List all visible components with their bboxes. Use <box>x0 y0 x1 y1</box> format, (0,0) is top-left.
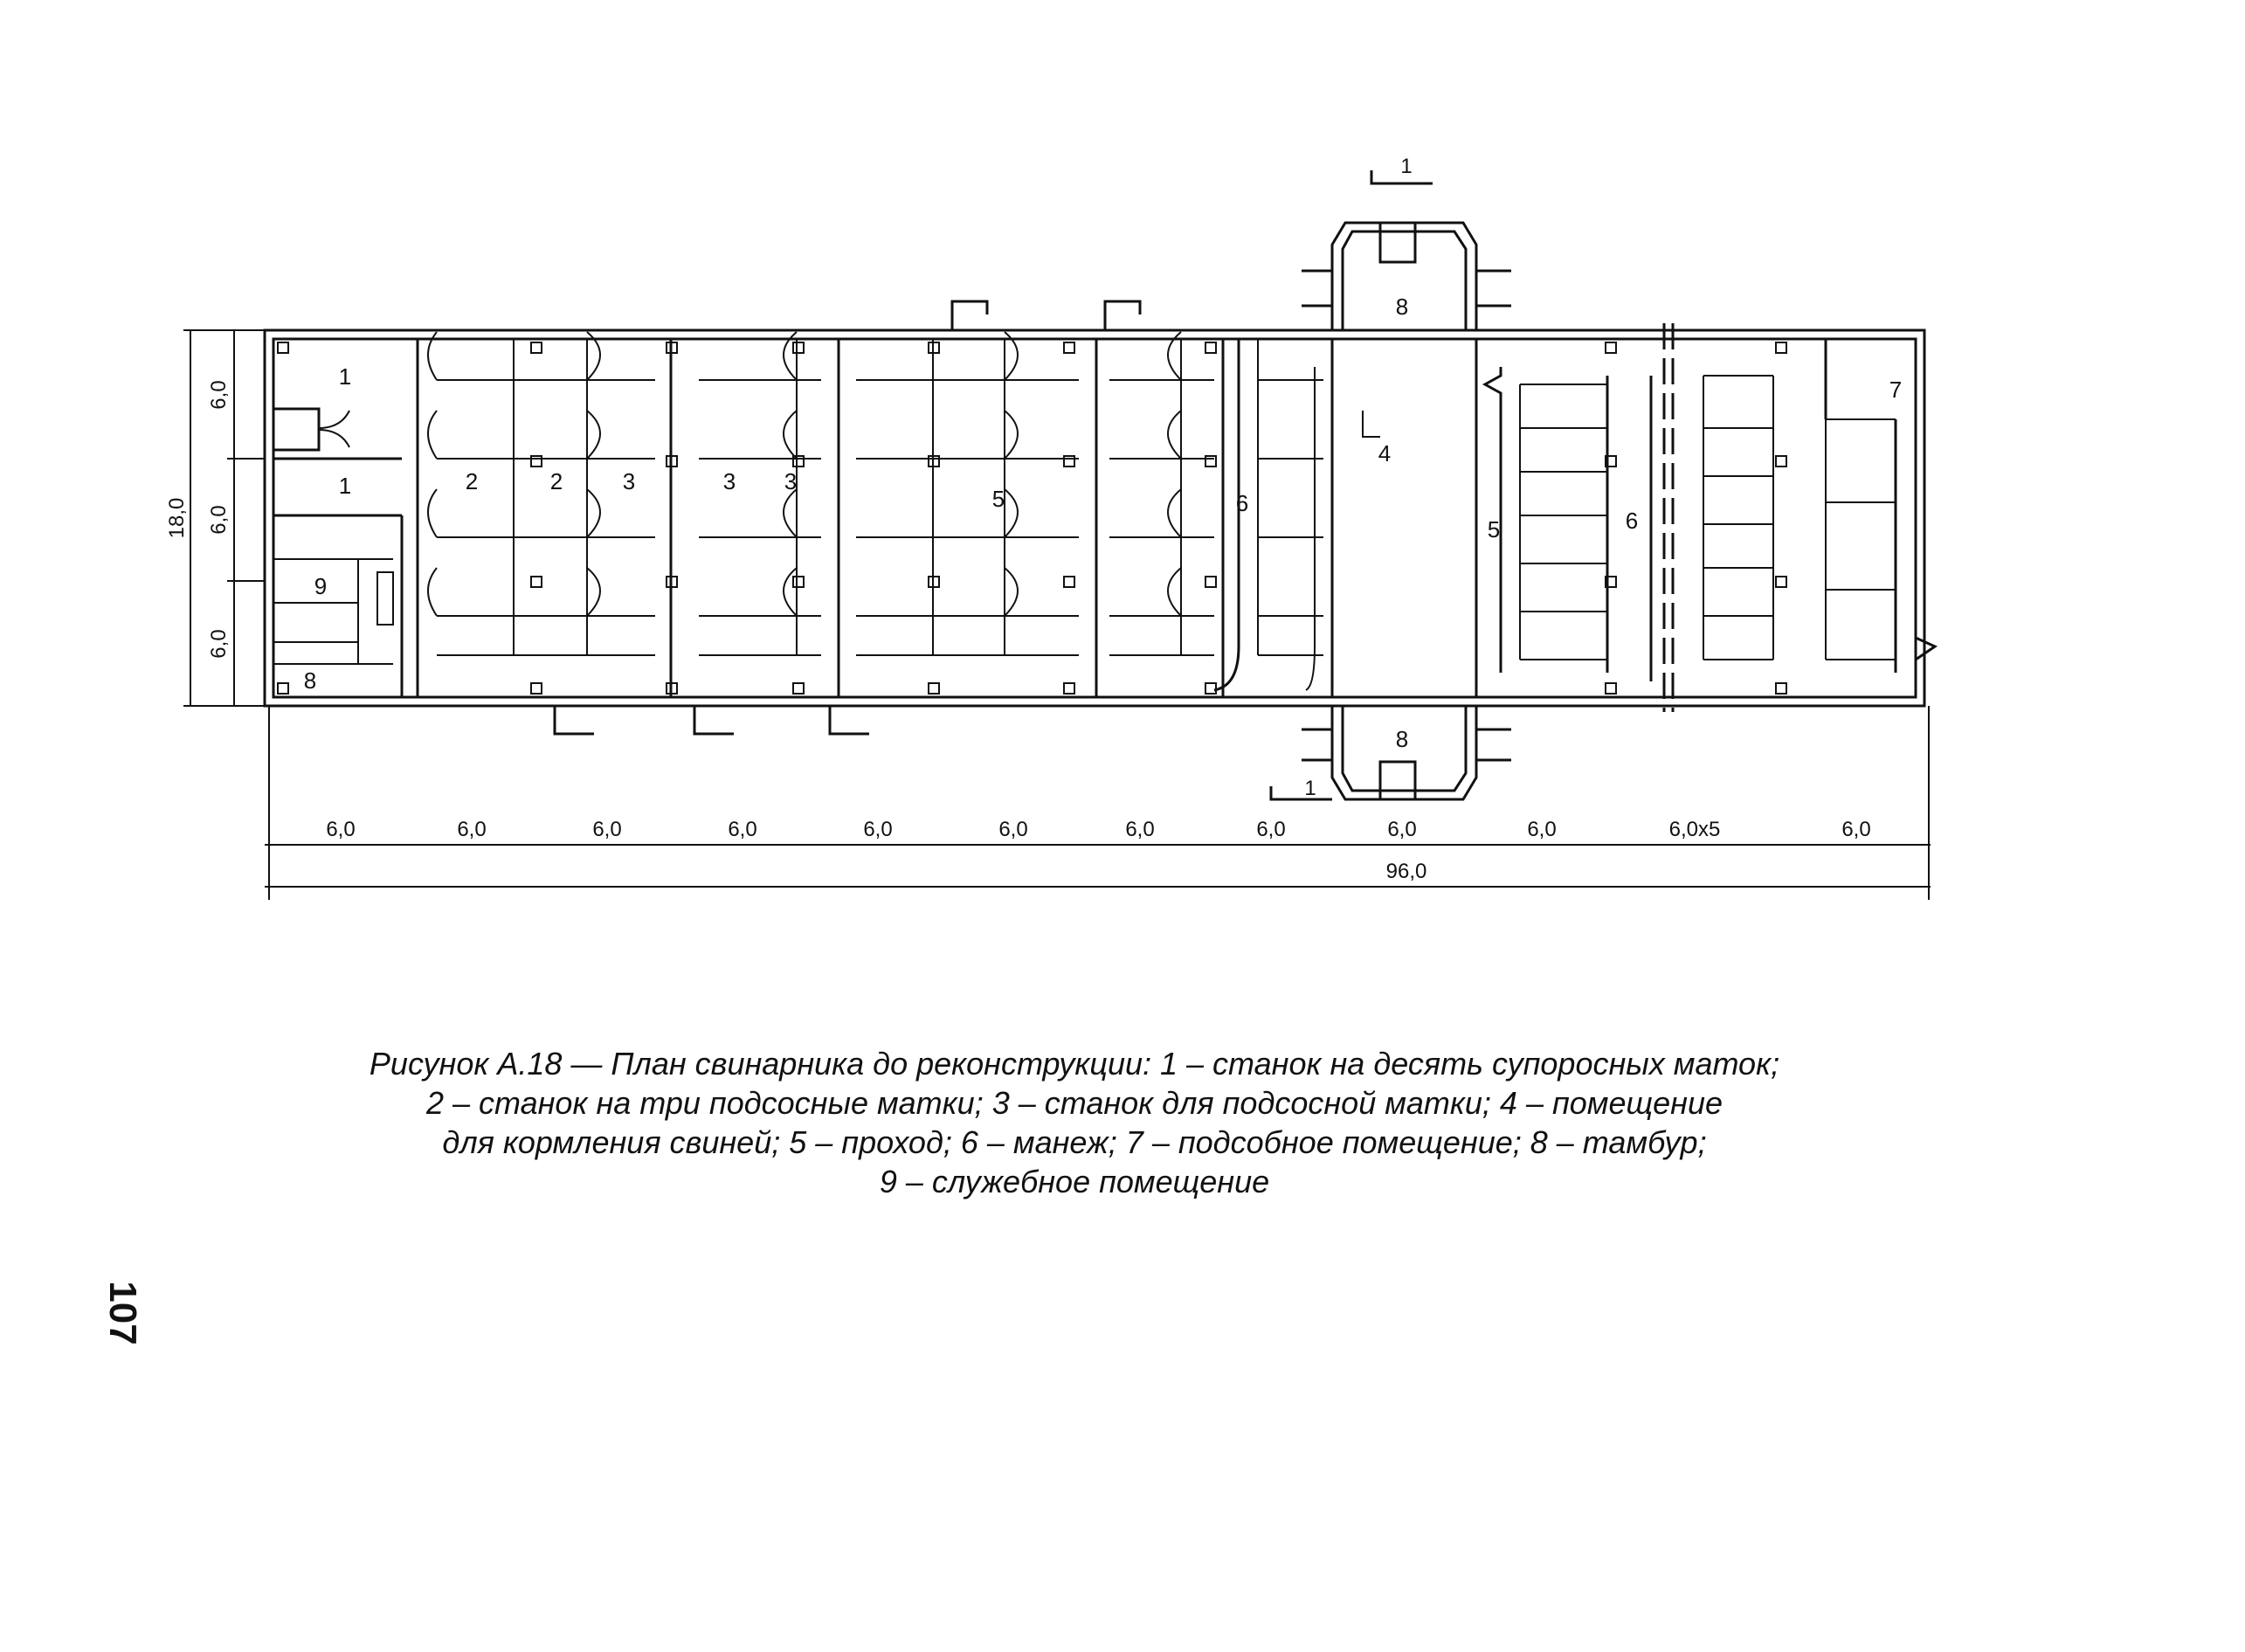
figure-caption: Рисунок А.18 — План свинарника до реконс… <box>262 1044 1887 1201</box>
room-label-8b: 8 <box>1396 726 1408 752</box>
left-total-dim: 18,0 <box>165 498 189 539</box>
caption-line-3: для кормления свиней; 5 – проход; 6 – ма… <box>442 1124 1707 1160</box>
room-label-5a: 5 <box>992 486 1005 512</box>
top-dim-2: 6,0 <box>457 818 486 841</box>
section-mark-top: 1 <box>1400 155 1412 178</box>
room-label-3a: 3 <box>623 468 635 494</box>
bay-partitions <box>416 339 1225 697</box>
top-dim-8: 6,0 <box>1256 818 1285 841</box>
manege-partition-left <box>1213 339 1240 692</box>
floor-plan: 6,0 6,0 6,0 6,0 6,0 6,0 6,0 6,0 6,0 6,0 … <box>165 155 1938 900</box>
top-dim-11: 6,0x5 <box>1669 818 1721 841</box>
page-number: 107 <box>101 1281 144 1345</box>
top-dim-3: 6,0 <box>592 818 621 841</box>
left-dim-1: 6,0 <box>207 380 231 409</box>
section-mark-bottom: 1 <box>1304 777 1316 800</box>
top-dim-5: 6,0 <box>863 818 892 841</box>
room-9-walls <box>273 558 394 665</box>
dimension-labels: 6,0 6,0 6,0 6,0 6,0 6,0 6,0 6,0 6,0 6,0 … <box>165 380 1871 883</box>
top-dim-1: 6,0 <box>326 818 355 841</box>
room-label-1b: 1 <box>339 473 351 499</box>
room-label-8a: 8 <box>1396 294 1408 320</box>
vestibule-bottom <box>1330 706 1478 801</box>
right-zone-walls <box>1482 323 1938 712</box>
top-dim-4: 6,0 <box>728 818 756 841</box>
room-label-7: 7 <box>1889 377 1902 403</box>
caption-line-2: 2 – станок на три подсосные матки; 3 – с… <box>425 1085 1723 1121</box>
pen-grid <box>437 339 1323 656</box>
room-label-3b: 3 <box>723 468 736 494</box>
door-stubs <box>553 269 1511 762</box>
room-label-5b: 5 <box>1488 516 1500 543</box>
top-dim-10: 6,0 <box>1527 818 1556 841</box>
room-label-2b: 2 <box>550 468 563 494</box>
top-dim-9: 6,0 <box>1387 818 1416 841</box>
top-dim-12: 6,0 <box>1841 818 1870 841</box>
dimension-lines <box>183 329 1931 900</box>
right-zone-pens <box>1519 375 1896 660</box>
section-labels: 1 1 <box>1304 155 1412 800</box>
caption-line-1: Рисунок А.18 — План свинарника до реконс… <box>369 1046 1780 1082</box>
room-label-2a: 2 <box>466 468 478 494</box>
room-label-3c: 3 <box>784 468 797 494</box>
outer-walls <box>263 328 1926 708</box>
room-label-1a: 1 <box>339 363 351 390</box>
room-labels: 1 1 2 2 3 3 3 4 5 5 6 6 7 8 8 8 9 <box>304 294 1902 752</box>
feeder-arcs <box>427 331 1182 617</box>
left-dim-2: 6,0 <box>207 505 231 534</box>
top-dim-7: 6,0 <box>1125 818 1154 841</box>
room-label-8c: 8 <box>304 667 316 694</box>
top-dim-6: 6,0 <box>998 818 1027 841</box>
columns <box>277 342 1787 695</box>
vestibule-top <box>1330 221 1478 330</box>
caption-line-4: 9 – служебное помещение <box>879 1164 1270 1199</box>
room-1-walls <box>273 407 404 697</box>
room-label-9: 9 <box>314 573 327 599</box>
room-label-6a: 6 <box>1236 490 1248 516</box>
left-dim-3: 6,0 <box>207 629 231 658</box>
room-label-6b: 6 <box>1626 508 1638 534</box>
room-label-4: 4 <box>1378 440 1391 467</box>
section-marks <box>1269 170 1433 801</box>
total-dim: 96,0 <box>1386 860 1427 883</box>
